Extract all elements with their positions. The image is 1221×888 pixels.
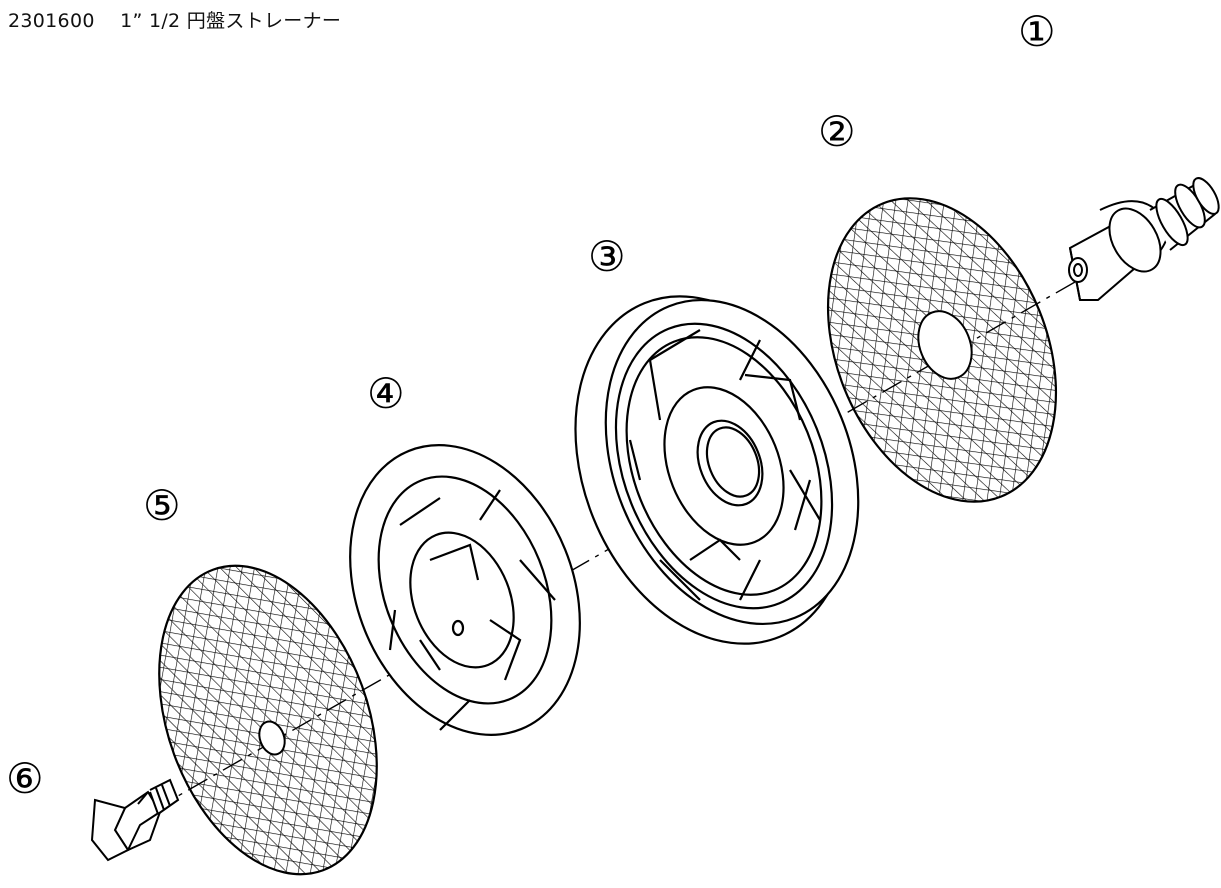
part-title: 2301600 1” 1/2 円盤ストレーナー xyxy=(8,10,342,32)
perforated-plate-part xyxy=(349,444,581,736)
callout-6: ⑥ xyxy=(6,754,44,803)
hose-fitting-part xyxy=(1068,177,1220,301)
hex-bolt-part xyxy=(90,778,180,862)
strainer-body-part xyxy=(574,295,860,645)
mesh-disc-lower xyxy=(158,564,378,876)
callout-1: ① xyxy=(1018,7,1056,56)
callout-5: ⑤ xyxy=(143,481,181,530)
callout-3: ③ xyxy=(588,232,626,281)
callout-4: ④ xyxy=(367,369,405,418)
callout-2: ② xyxy=(818,107,856,156)
mesh-disc-upper xyxy=(826,197,1058,503)
